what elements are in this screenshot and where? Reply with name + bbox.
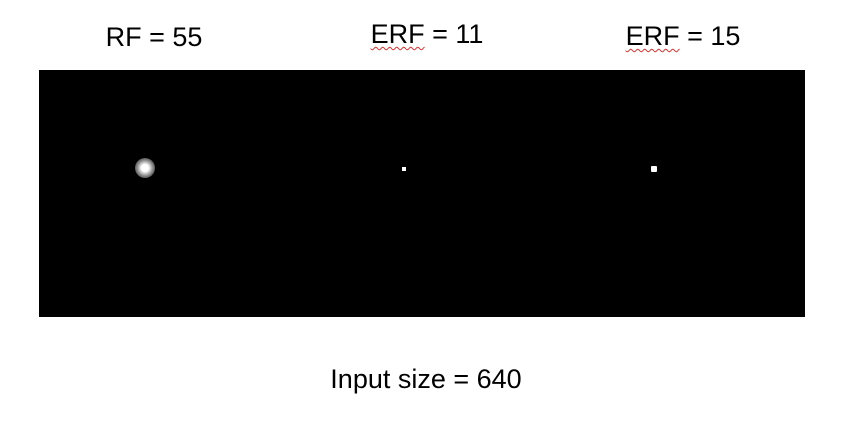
rf-spot — [135, 158, 155, 178]
rf-label: RF = 55 — [105, 22, 203, 52]
erf-11-spot — [402, 167, 406, 171]
erf-15-spot — [651, 166, 657, 172]
erf-11-label: ERF = 11 — [371, 21, 484, 48]
erf-11-label-value: = 11 — [424, 19, 484, 49]
receptive-field-panel — [39, 70, 805, 317]
erf-15-label-word: ERF — [625, 21, 680, 51]
erf-15-label: ERF = 15 — [626, 23, 741, 50]
erf-15-label-value: = 15 — [679, 21, 741, 51]
erf-11-label-word: ERF — [370, 19, 425, 49]
input-size-caption: Input size = 640 — [330, 364, 522, 394]
